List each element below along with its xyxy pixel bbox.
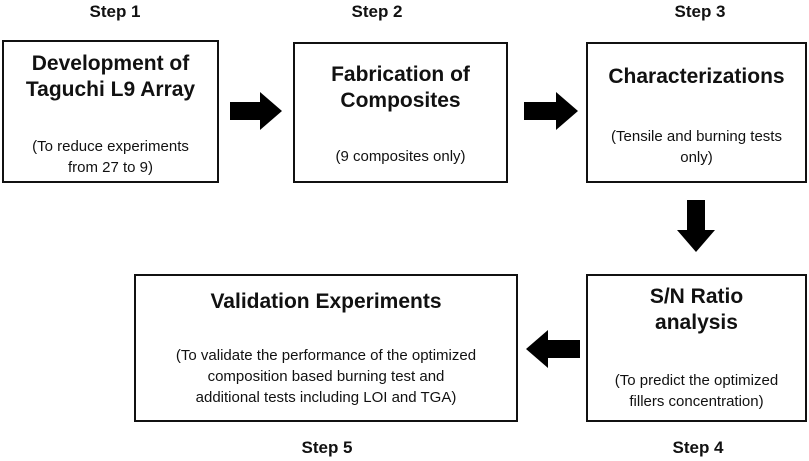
step-5-note: (To validate the performance of the opti… bbox=[175, 347, 477, 406]
step-3-note: (Tensile and burning tests only) bbox=[611, 128, 782, 166]
step-2-box: Fabrication of Composites (9 composites … bbox=[293, 42, 508, 183]
step-1-box: Development of Taguchi L9 Array (To redu… bbox=[2, 40, 219, 183]
step-3-label: Step 3 bbox=[674, 2, 726, 21]
step-3-title: Characterizations bbox=[608, 65, 785, 88]
arrow-right-icon bbox=[230, 92, 282, 130]
step-1-note: (To reduce experiments from 27 to 9) bbox=[32, 138, 189, 176]
step-2-label: Step 2 bbox=[351, 2, 403, 21]
step-5-box: Validation Experiments (To validate the … bbox=[134, 274, 518, 422]
step-4-label: Step 4 bbox=[672, 438, 724, 457]
step-2-title: Fabrication of Composites bbox=[331, 63, 470, 112]
step-5-title: Validation Experiments bbox=[210, 290, 442, 313]
step-4-title: S/N Ratio analysis bbox=[649, 285, 744, 334]
step-5-label: Step 5 bbox=[301, 438, 353, 457]
step-1-title: Development of Taguchi L9 Array bbox=[25, 52, 196, 101]
arrow-right-icon bbox=[524, 92, 578, 130]
step-3-box: Characterizations (Tensile and burning t… bbox=[586, 42, 807, 183]
step-2-note: (9 composites only) bbox=[335, 148, 466, 165]
step-4-box: S/N Ratio analysis (To predict the optim… bbox=[586, 274, 807, 422]
arrow-left-icon bbox=[526, 330, 580, 368]
arrow-down-icon bbox=[677, 200, 715, 252]
step-1-label: Step 1 bbox=[89, 2, 141, 21]
step-4-note: (To predict the optimized fillers concen… bbox=[614, 372, 779, 410]
